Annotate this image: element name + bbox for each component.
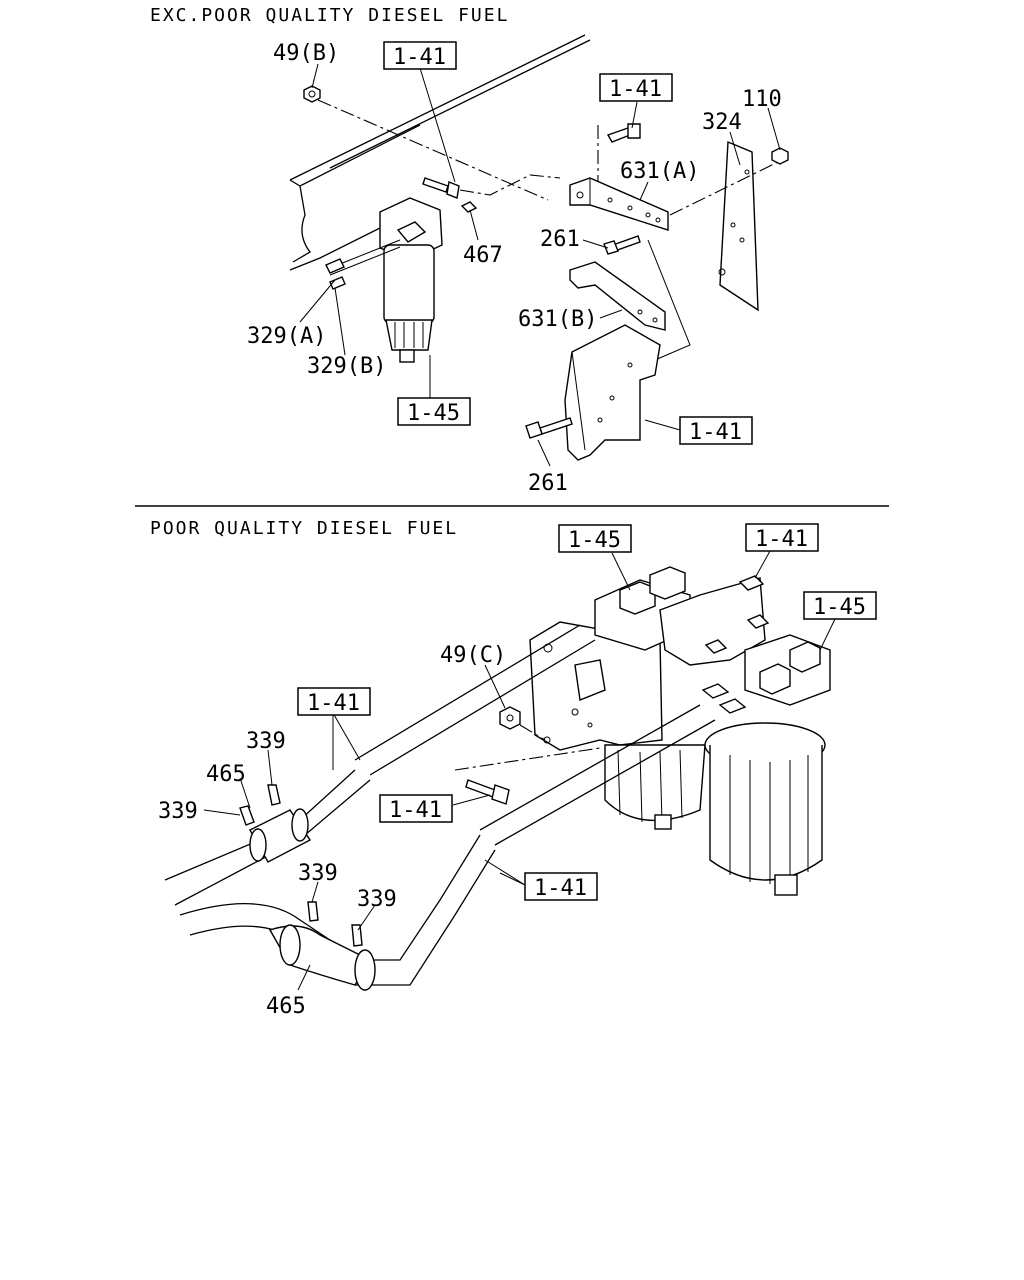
bolt-261-upper-icon xyxy=(603,235,641,255)
label-467: 467 xyxy=(463,243,503,268)
clamp-339-icons xyxy=(239,784,363,947)
bolt-261-lower-icon xyxy=(525,417,573,439)
fuel-filter-assembly-top xyxy=(325,197,443,363)
top-section-title: EXC.POOR QUALITY DIESEL FUEL xyxy=(150,5,509,26)
nut-49b-icon xyxy=(303,85,321,103)
hose-465-lower xyxy=(268,924,376,991)
hose-465-upper xyxy=(249,808,312,863)
ref-1-41-top: 1-41 xyxy=(755,527,808,552)
label-329a: 329(A) xyxy=(247,324,326,349)
ref-1-45-filter: 1-45 xyxy=(407,401,460,426)
nut-110-icon xyxy=(771,147,789,165)
ref-1-41-upper-pipes: 1-41 xyxy=(307,691,360,716)
ref-1-41-bracket: 1-41 xyxy=(689,420,742,445)
label-329b: 329(B) xyxy=(307,354,386,379)
label-631b: 631(B) xyxy=(518,307,597,332)
bracket-lower xyxy=(564,324,661,461)
ref-1-41-bolt: 1-41 xyxy=(389,798,442,823)
label-110: 110 xyxy=(742,87,782,112)
label-49c: 49(C) xyxy=(440,643,506,668)
ref-1-41-frame: 1-41 xyxy=(393,45,446,70)
bolt-lower-icon xyxy=(465,779,510,805)
fuel-filter-right xyxy=(659,575,831,896)
label-339-a: 339 xyxy=(246,729,286,754)
label-339-b: 339 xyxy=(158,799,198,824)
ref-1-41-lower-pipes: 1-41 xyxy=(534,876,587,901)
bolt-and-nut-467 xyxy=(422,177,478,213)
label-261-lower: 261 xyxy=(528,471,568,496)
bracket-631a xyxy=(569,177,669,231)
label-261-upper: 261 xyxy=(540,227,580,252)
bottom-section-title: POOR QUALITY DIESEL FUEL xyxy=(150,518,458,539)
bracket-631b xyxy=(569,261,666,331)
ref-1-45-left-filter: 1-45 xyxy=(568,528,621,553)
nut-49c-icon xyxy=(499,706,521,730)
label-339-c: 339 xyxy=(298,861,338,886)
bolt-top-icon xyxy=(606,123,641,143)
plate-324 xyxy=(718,140,759,312)
frame-rail xyxy=(289,34,591,271)
label-49b: 49(B) xyxy=(273,41,339,66)
dual-filter-mount-bracket xyxy=(529,621,663,751)
ref-1-41-bolt: 1-41 xyxy=(609,77,662,102)
ref-1-45-right-filter: 1-45 xyxy=(813,595,866,620)
leader-lines-bottom xyxy=(203,550,837,991)
leader-lines-top xyxy=(299,63,781,467)
label-465-lower: 465 xyxy=(266,994,306,1019)
label-465-upper: 465 xyxy=(206,762,246,787)
label-631a: 631(A) xyxy=(620,159,699,184)
label-324: 324 xyxy=(702,110,742,135)
label-339-d: 339 xyxy=(357,887,397,912)
